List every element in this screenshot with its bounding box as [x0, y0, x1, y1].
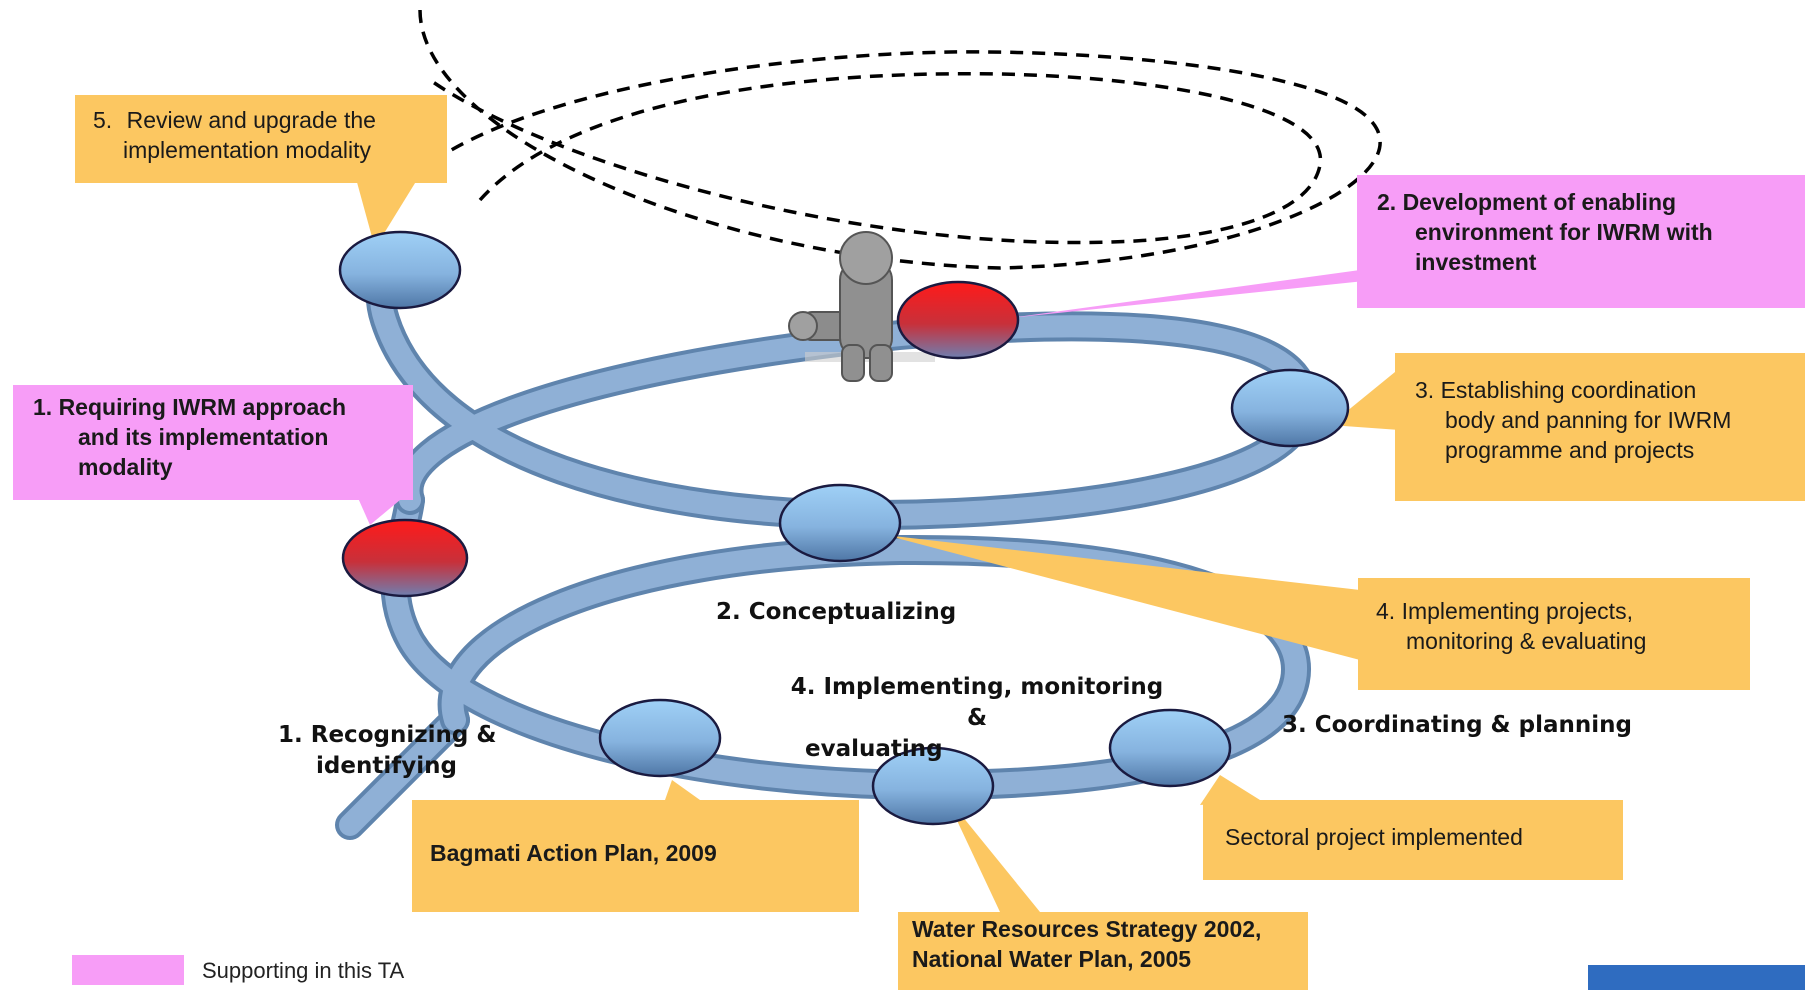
node-bagmati — [598, 698, 722, 778]
callout-coordination-line2: body and panning for IWRM — [1445, 407, 1732, 433]
stage-recognizing: 1. Recognizing & identifying — [278, 720, 528, 782]
callout-requiring-line3: modality — [78, 454, 173, 480]
person-icon — [788, 231, 935, 382]
callout-review-number: 5. — [93, 107, 113, 133]
spiral-band — [335, 240, 1319, 840]
callout-coordination-line1: 3. Establishing coordination — [1415, 377, 1697, 403]
node-coordination — [1230, 368, 1350, 448]
callout-water-line2: National Water Plan, 2005 — [912, 946, 1192, 972]
callout-bagmati: Bagmati Action Plan, 2009 — [412, 800, 859, 912]
callout-coordination: 3. Establishing coordination body and pa… — [1395, 353, 1805, 501]
stage-recognizing-line1: 1. Recognizing & — [278, 722, 497, 748]
dashed-future-loops — [378, 9, 1382, 270]
corner-bar — [1588, 965, 1805, 990]
callout-requiring: 1. Requiring IWRM approach and its imple… — [13, 385, 413, 500]
callout-sectoral: Sectoral project implemented — [1203, 800, 1623, 880]
node-requiring — [341, 518, 469, 598]
callout-enabling-line1: 2. Development of enabling — [1377, 189, 1677, 215]
callout-enabling-line3: investment — [1415, 249, 1537, 275]
node-water — [871, 746, 995, 826]
callout-water-line1: Water Resources Strategy 2002, — [912, 916, 1262, 942]
callout-sectoral-text: Sectoral project implemented — [1225, 824, 1523, 850]
node-enabling — [896, 280, 1020, 360]
callout-review-line1: Review and upgrade the — [126, 107, 376, 133]
stage-recognizing-line2: identifying — [316, 753, 457, 779]
callout-water: Water Resources Strategy 2002, National … — [898, 912, 1308, 990]
legend-label: Supporting in this TA — [202, 958, 405, 983]
legend-swatch — [72, 955, 184, 985]
callout-implementing: 4. Implementing projects, monitoring & e… — [1358, 578, 1750, 690]
node-sectoral — [1108, 708, 1232, 788]
callout-coordination-line3: programme and projects — [1445, 437, 1695, 463]
callout-implementing-line2: monitoring & evaluating — [1406, 628, 1647, 654]
stage-coordinating: 3. Coordinating & planning — [1282, 712, 1632, 738]
stage-implementing-line2: evaluating — [805, 736, 943, 762]
callout-bagmati-text: Bagmati Action Plan, 2009 — [430, 840, 717, 866]
stage-conceptualizing: 2. Conceptualizing — [716, 599, 957, 625]
callout-implementing-line1: 4. Implementing projects, — [1376, 598, 1633, 624]
callout-requiring-line1: 1. Requiring IWRM approach — [33, 394, 347, 420]
callout-enabling: 2. Development of enabling environment f… — [1357, 175, 1805, 308]
callout-enabling-line2: environment for IWRM with — [1415, 219, 1713, 245]
callout-review-line2: implementation modality — [123, 137, 372, 163]
stage-implementing-line1: 4. Implementing, monitoring & — [790, 674, 1164, 731]
node-implementing — [778, 483, 902, 563]
spiral-nodes — [338, 230, 1350, 826]
callout-requiring-line2: and its implementation — [78, 424, 329, 450]
node-review — [338, 230, 462, 310]
stage-implementing: 4. Implementing, monitoring & evaluating — [777, 672, 1177, 765]
callout-review: 5. Review and upgrade the implementation… — [75, 95, 447, 183]
